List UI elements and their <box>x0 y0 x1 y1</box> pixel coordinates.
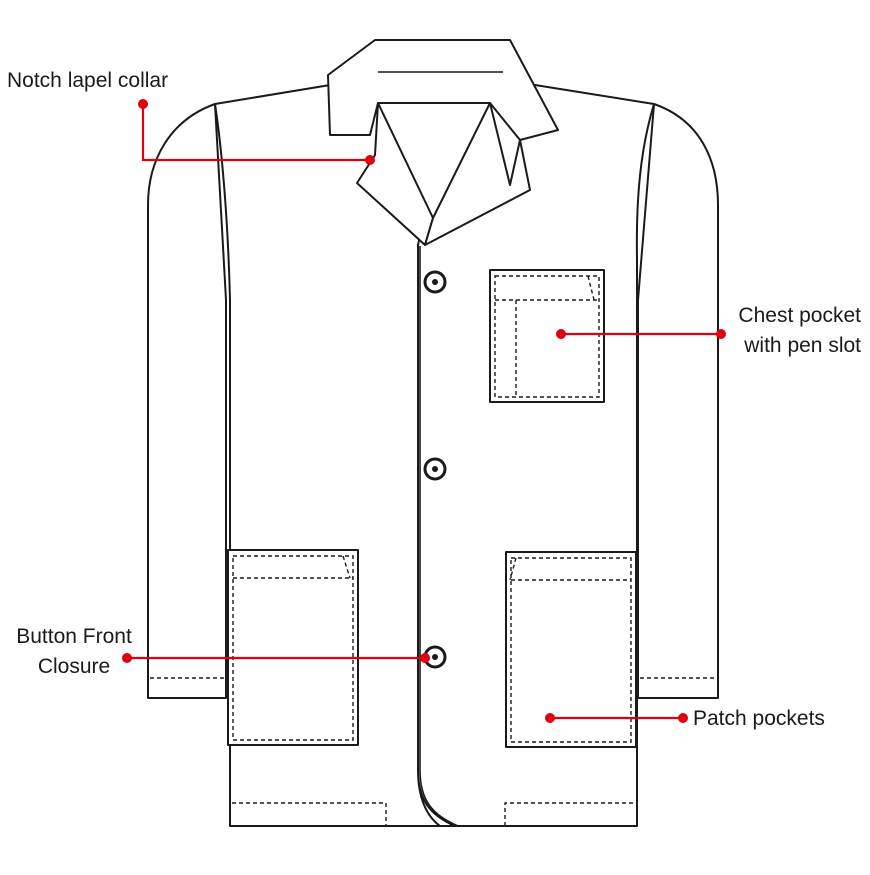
right-lapel <box>424 102 531 246</box>
callout-patch-pocket <box>545 713 688 723</box>
callout-collar <box>138 99 375 165</box>
callout-chest-pocket <box>556 329 726 339</box>
label-notch-lapel-collar: Notch lapel collar <box>7 66 168 96</box>
right-patch-pocket <box>505 551 637 748</box>
left-patch-pocket <box>227 549 359 746</box>
chest-label-line1: Chest pocket <box>738 304 861 327</box>
hem-stitch-left <box>232 802 387 826</box>
callout-button <box>122 653 430 663</box>
label-patch-pockets: Patch pockets <box>693 704 825 734</box>
collar-label-text: Notch lapel collar <box>7 69 169 92</box>
collar-back <box>327 39 559 141</box>
button-top <box>423 270 447 294</box>
chest-label-line2: with pen slot <box>744 334 861 357</box>
right-sleeve <box>637 103 719 699</box>
button-middle <box>423 457 447 481</box>
button-label-line2: Closure <box>37 655 111 678</box>
left-lapel <box>356 102 434 246</box>
label-button-front-closure: Button Front Closure <box>6 622 142 682</box>
front-opening <box>419 246 459 827</box>
patch-label-text: Patch pockets <box>693 707 825 730</box>
label-chest-pocket: Chest pocket with pen slot <box>738 301 861 361</box>
left-sleeve <box>147 103 227 699</box>
hem-stitch-right <box>504 802 636 826</box>
button-label-line1: Button Front <box>16 625 132 648</box>
chest-pocket <box>489 269 605 403</box>
